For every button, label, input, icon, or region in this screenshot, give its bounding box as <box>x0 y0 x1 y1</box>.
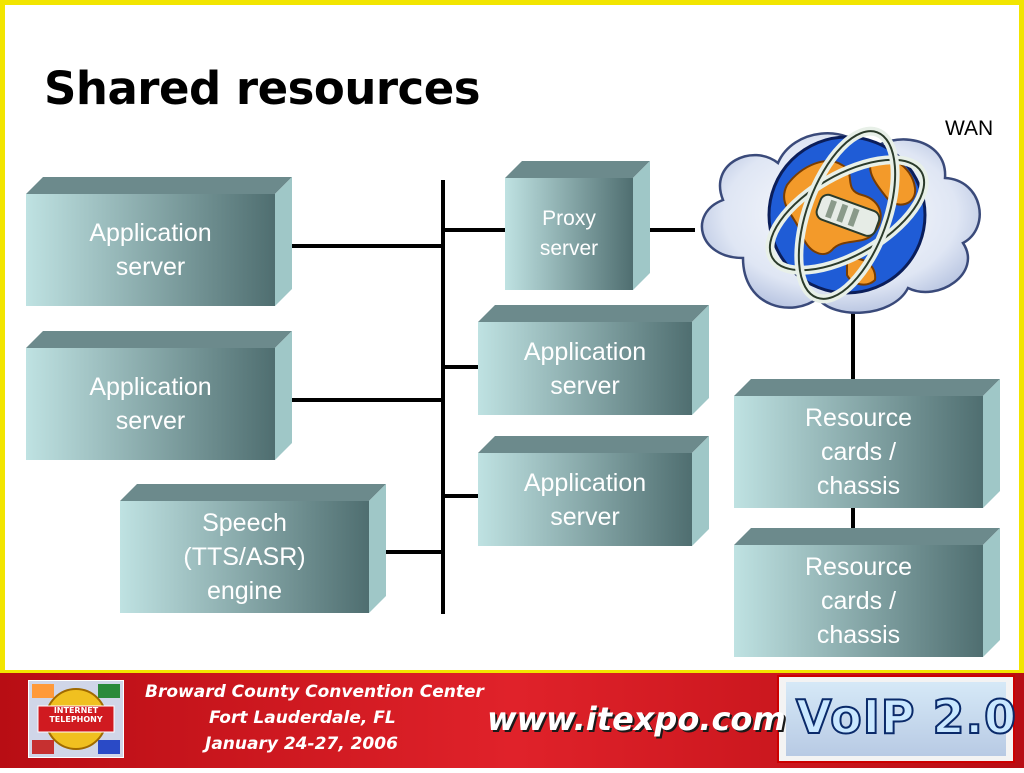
connector-app-center-1 <box>443 365 479 369</box>
connector-app-left-2 <box>291 398 443 402</box>
app-server-left-1: Application server <box>26 177 292 306</box>
app-server-left-2: Application server <box>26 331 292 460</box>
resource-cards-box-2-label: Resource cards / chassis <box>805 553 912 649</box>
proxy-server-box: Proxy server <box>505 161 650 290</box>
connector-resource-resource <box>851 506 855 530</box>
footer-url-link[interactable]: www.itexpo.com <box>487 700 786 738</box>
wan-cloud <box>683 108 993 323</box>
app-server-left-1-label: Application server <box>89 219 212 281</box>
logo-label: INTERNET TELEPHONY <box>49 706 103 724</box>
app-server-left-2-label: Application server <box>89 373 212 435</box>
app-server-center-1-label: Application server <box>523 337 647 400</box>
proxy-server-box-label: Proxy server <box>539 207 599 260</box>
connector-speech <box>385 550 443 554</box>
connector-wan-resource <box>851 310 855 380</box>
app-server-center-1: Application server <box>478 305 709 415</box>
speech-engine-box-label: Speech (TTS/ASR) engine <box>183 509 306 605</box>
footer-venue: Broward County Convention Center <box>145 682 484 702</box>
voip-brand-logo: VoIP 2.0 <box>795 689 1018 745</box>
resource-cards-box-2: Resource cards / chassis <box>734 528 1000 657</box>
app-server-center-2: Application server <box>478 436 709 546</box>
slide-title: Shared resources <box>44 62 481 115</box>
resource-cards-box-1: Resource cards / chassis <box>734 379 1000 508</box>
footer-city: Fort Lauderdale, FL <box>209 708 396 728</box>
resource-cards-box-1-label: Resource cards / chassis <box>805 404 912 500</box>
speech-engine-box: Speech (TTS/ASR) engine <box>120 484 386 613</box>
globe-icon <box>765 126 929 304</box>
itexpo-logo: INTERNET TELEPHONY <box>27 679 125 759</box>
connector-app-left-1 <box>291 244 443 248</box>
connector-app-center-2 <box>443 494 479 498</box>
connector-proxy <box>443 228 505 232</box>
footer-dates: January 24-27, 2006 <box>205 734 398 754</box>
footer-banner <box>0 670 1024 768</box>
connector-proxy-wan <box>650 228 695 232</box>
wan-label: WAN <box>945 117 994 140</box>
main-bus-line <box>441 180 445 614</box>
app-server-center-2-label: Application server <box>523 468 647 531</box>
